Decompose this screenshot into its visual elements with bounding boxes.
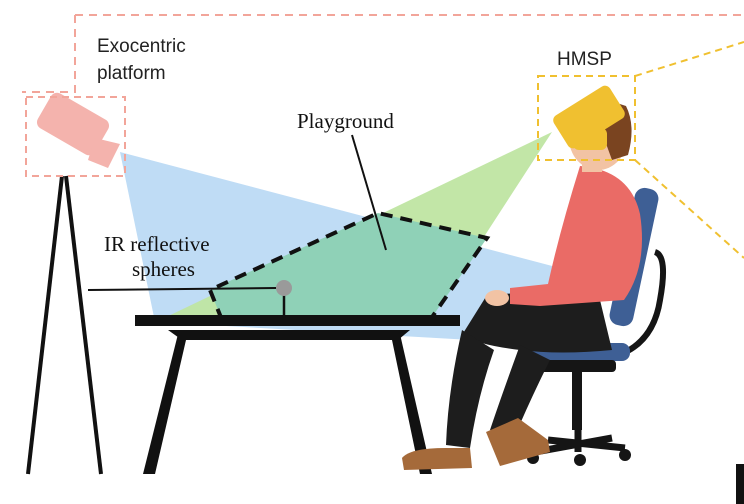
exocentric-label-line1: Exocentric bbox=[97, 36, 186, 57]
ir-spheres-label-line2: spheres bbox=[132, 257, 195, 281]
ir-sphere bbox=[276, 280, 292, 318]
exocentric-platform-frame bbox=[22, 14, 744, 93]
table bbox=[135, 315, 460, 474]
playground-pointer-line bbox=[351, 134, 387, 251]
playground-boundary bbox=[207, 210, 491, 322]
playground-label: Playground bbox=[297, 109, 394, 133]
hmsp-callout-line-bottom bbox=[634, 159, 744, 259]
seated-person bbox=[402, 101, 642, 470]
camera-icon bbox=[36, 92, 120, 168]
hmsp-highlight-box bbox=[537, 75, 636, 161]
ir-spheres-label-line1: IR reflective bbox=[104, 232, 210, 256]
hmsp-label: HMSP bbox=[557, 49, 612, 70]
tripod bbox=[26, 175, 103, 475]
hmsp-callout-line-top bbox=[634, 41, 744, 77]
headset-icon bbox=[553, 85, 625, 150]
edge-mark bbox=[736, 464, 744, 504]
exocentric-label-line2: platform bbox=[97, 63, 166, 84]
ir-pointer-line bbox=[87, 287, 277, 291]
camera-highlight-box bbox=[25, 96, 126, 177]
